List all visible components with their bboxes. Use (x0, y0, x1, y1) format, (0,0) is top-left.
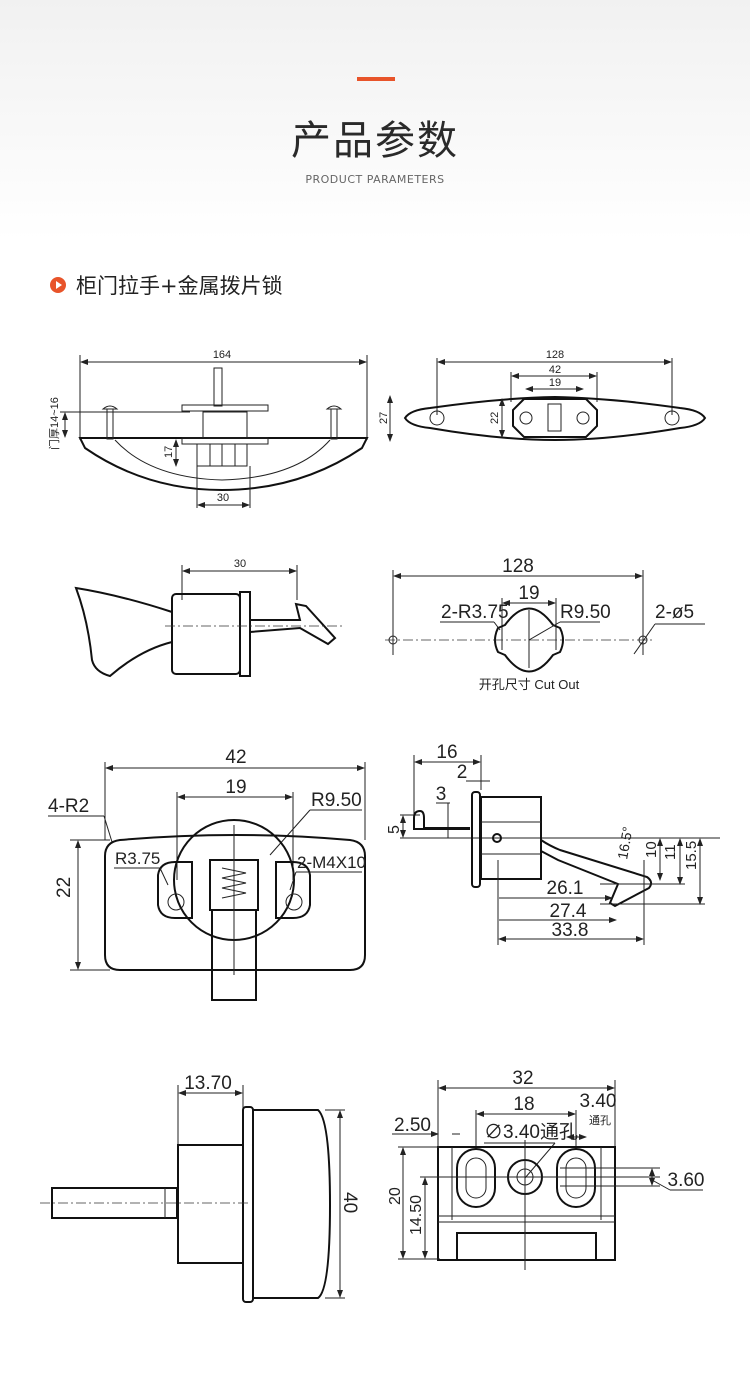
dim-30: 30 (217, 492, 229, 504)
label-r9-50: R9.50 (560, 602, 611, 623)
label-4-r2: 4-R2 (48, 796, 89, 817)
dim-angle: 16.5° (614, 825, 635, 860)
dim-30-side: 30 (234, 558, 246, 570)
dim-128-cutout: 128 (502, 556, 534, 577)
page-subtitle: PRODUCT PARAMETERS (305, 173, 445, 186)
play-circle-icon (50, 277, 66, 293)
label-2-m4x10: 2-M4X10 (297, 853, 366, 872)
dim-18: 18 (513, 1094, 534, 1115)
handle-top-view: 128 42 19 27 22 (378, 349, 707, 442)
dim-27: 27 (378, 412, 390, 424)
dim-11: 11 (662, 844, 679, 860)
dim-42: 42 (549, 364, 561, 376)
lock-side-view: 16 2 3 5 16.5° 10 11 15.5 26.1 27.4 33.8 (386, 742, 720, 945)
lock-profile-view: 13.70 40 (40, 1073, 360, 1303)
dim-27-4: 27.4 (550, 901, 587, 922)
label-hole: ∅3.40通孔 (484, 1121, 578, 1143)
lock-front-view: 42 19 4-R2 R9.50 R3.75 2-M4X10 22 (48, 747, 366, 1001)
cutout-caption: 开孔尺寸 Cut Out (479, 677, 580, 692)
dim-20: 20 (387, 1187, 404, 1205)
dim-13-70: 13.70 (184, 1073, 232, 1094)
dim-door-thickness: 门厚14~16 (47, 397, 61, 450)
dim-10: 10 (643, 841, 660, 858)
accent-bar (357, 77, 395, 81)
cutout-diagram: 128 19 2-R3.75 R9.50 2-ø5 开孔尺寸 Cut Out (385, 556, 705, 692)
slot-note: 通孔 (589, 1114, 611, 1127)
dim-2: 2 (457, 762, 468, 783)
dim-17: 17 (163, 446, 175, 458)
section-title: 柜门拉手+金属拨片锁 (76, 274, 283, 298)
dim-19: 19 (549, 377, 561, 389)
dim-128: 128 (546, 349, 564, 361)
dim-32: 32 (512, 1068, 533, 1089)
dim-26-1: 26.1 (547, 878, 584, 899)
dim-3: 3 (436, 784, 447, 805)
handle-front-view: 164 门厚14~16 17 30 (47, 349, 369, 508)
dim-2-50: 2.50 (394, 1115, 431, 1136)
dim-33-8: 33.8 (552, 920, 589, 941)
dim-19-cutout: 19 (518, 583, 539, 604)
dim-42-lock: 42 (225, 747, 246, 768)
dim-3-40: 3.40 (580, 1091, 617, 1112)
page-title: 产品参数 (291, 118, 459, 164)
dim-16: 16 (436, 742, 457, 763)
label-r3-75: R3.75 (115, 849, 160, 868)
dim-22: 22 (489, 412, 501, 424)
dim-40: 40 (339, 1192, 360, 1213)
dim-19-lock: 19 (225, 777, 246, 798)
lock-bottom-view: 32 18 3.40 通孔 ∅3.40通孔 2.50 3.60 20 14.50 (387, 1068, 704, 1270)
label-2-phi5: 2-ø5 (655, 602, 694, 623)
label-2-r3-75: 2-R3.75 (441, 602, 509, 623)
dim-5: 5 (386, 825, 403, 834)
dim-14-50: 14.50 (408, 1195, 425, 1235)
section-heading: 柜门拉手+金属拨片锁 (50, 270, 283, 300)
dim-3-60: 3.60 (668, 1170, 705, 1191)
dim-164: 164 (213, 349, 231, 361)
dim-15-5: 15.5 (683, 841, 700, 870)
dim-22-lock: 22 (54, 877, 75, 898)
label-r9-50-lock: R9.50 (311, 790, 362, 811)
handle-side-view: 30 (74, 558, 345, 678)
